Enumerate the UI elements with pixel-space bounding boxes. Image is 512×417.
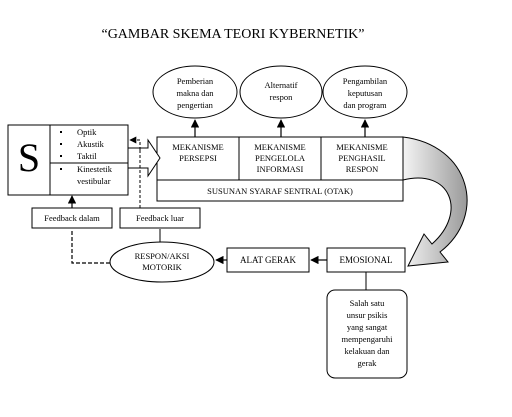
response-oval bbox=[109, 241, 215, 283]
oval-alternatif bbox=[239, 65, 323, 119]
sensor-item: Kinestetik bbox=[77, 164, 113, 174]
oval-makna bbox=[152, 65, 238, 119]
sensor-item: Optik bbox=[77, 127, 97, 137]
module-pengelola-line: PENGELOLA bbox=[255, 153, 306, 163]
oval-makna-line: pengertian bbox=[177, 100, 214, 110]
sensor-item: Akustik bbox=[77, 139, 105, 149]
oval-makna-line: makna dan bbox=[176, 88, 214, 98]
module-pengelola-line: MEKANISME bbox=[254, 142, 305, 152]
oval-keputusan-line: dan program bbox=[343, 100, 387, 110]
feedback-luar-dashed-in bbox=[129, 136, 141, 150]
alat-gerak-label: ALAT GERAK bbox=[240, 255, 297, 265]
module-persepsi-line: PERSEPSI bbox=[179, 153, 217, 163]
response-line: MOTORIK bbox=[142, 262, 182, 272]
sensor-item: vestibular bbox=[77, 176, 111, 186]
sensor-list: Optik Akustik Taktil Kinestetik vestibul… bbox=[60, 127, 113, 186]
module-penghasil-line: PENGHASIL bbox=[338, 153, 385, 163]
emosional-label: EMOSIONAL bbox=[340, 255, 393, 265]
feedback-luar-label: Feedback luar bbox=[136, 213, 184, 223]
sensor-to-cns-arrow bbox=[127, 138, 161, 178]
bullet-icon bbox=[60, 168, 62, 170]
diagram-title: “GAMBAR SKEMA TEORI KYBERNETIK” bbox=[101, 27, 364, 42]
oval-keputusan-line: keputusan bbox=[348, 88, 383, 98]
bullet-icon bbox=[60, 143, 62, 145]
oval-alternatif-line: respon bbox=[270, 92, 293, 102]
note-line: mempengaruhi bbox=[342, 334, 394, 344]
oval-alternatif-line: Alternatif bbox=[264, 80, 297, 90]
module-penghasil-line: MEKANISME bbox=[336, 142, 387, 152]
feedback-luar-box bbox=[119, 207, 201, 229]
note-line: kelakuan dan bbox=[344, 346, 390, 356]
response-to-feedback-dalam-dashed bbox=[71, 229, 110, 264]
note-box bbox=[326, 289, 408, 379]
cns-block bbox=[156, 136, 404, 202]
oval-keputusan bbox=[322, 65, 408, 119]
module-persepsi-line: MEKANISME bbox=[172, 142, 223, 152]
note-line: Salah satu bbox=[350, 298, 385, 308]
note-line: unsur psikis bbox=[347, 310, 388, 320]
note-line: gerak bbox=[358, 358, 378, 368]
alat-gerak-box bbox=[226, 247, 310, 273]
feedback-dalam-label: Feedback dalam bbox=[44, 213, 100, 223]
module-penghasil-line: RESPON bbox=[346, 164, 379, 174]
oval-keputusan-line: Pengambilan bbox=[343, 76, 388, 86]
response-line: RESPON/AKSI bbox=[135, 251, 190, 261]
oval-makna-text: Pemberian makna dan pengertian bbox=[176, 76, 214, 110]
emosional-box bbox=[326, 247, 406, 273]
bullet-icon bbox=[60, 155, 62, 157]
bullet-icon bbox=[60, 131, 62, 133]
note-line: yang sangat bbox=[347, 322, 388, 332]
oval-makna-line: Pemberian bbox=[177, 76, 214, 86]
sensor-letter: S bbox=[18, 135, 40, 180]
cns-label: SUSUNAN SYARAF SENTRAL (OTAK) bbox=[207, 186, 353, 196]
cns-to-emosional-curved-arrow bbox=[402, 136, 468, 267]
module-pengelola-line: INFORMASI bbox=[257, 164, 304, 174]
sensor-item: Taktil bbox=[77, 151, 97, 161]
